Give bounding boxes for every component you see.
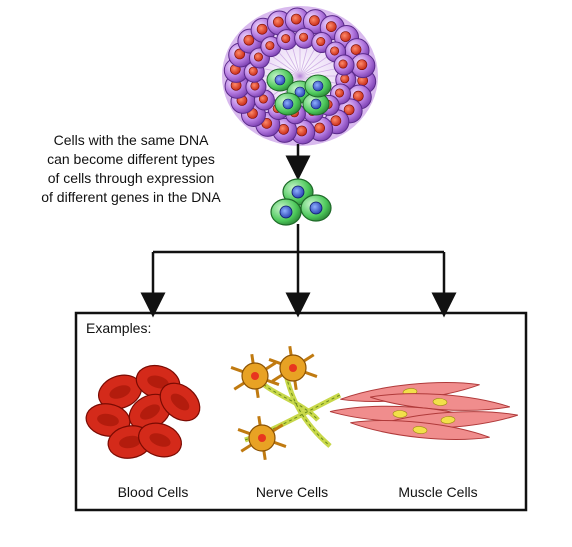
cluster-cell-nucleus <box>340 31 351 42</box>
blood-cell-center <box>140 404 160 420</box>
stem-cell-nucleus <box>309 201 323 215</box>
stem-cell-nucleus <box>279 205 293 219</box>
cell-cluster-illustration <box>222 6 378 146</box>
muscle-cell-nucleus <box>412 426 428 434</box>
cluster-cell-nucleus <box>325 21 337 32</box>
caption-line-2: can become different types <box>47 151 215 167</box>
inner-stem-nucleus <box>312 80 324 92</box>
red-blood-cell <box>98 374 142 410</box>
blood-cells-illustration <box>85 364 201 459</box>
branch-connector <box>140 224 457 318</box>
muscle-cells-label: Muscle Cells <box>398 484 478 500</box>
inner-stem-nucleus <box>294 86 306 98</box>
cluster-cell-nucleus <box>352 90 364 102</box>
cluster-cell-nucleus <box>350 44 362 55</box>
blood-cell-center <box>119 435 141 449</box>
muscle-cell <box>370 393 510 411</box>
cluster-cell-nucleus <box>256 23 268 35</box>
blood-cell-center <box>97 413 119 427</box>
cluster-cell-nucleus <box>250 81 260 91</box>
cluster-cell-nucleus <box>314 122 325 134</box>
nerve-cells-illustration <box>230 345 342 461</box>
muscle-cells-illustration <box>329 382 518 440</box>
cluster-cell-nucleus <box>265 41 275 51</box>
muscle-cell-nucleus <box>392 410 408 418</box>
red-blood-cell <box>85 403 131 437</box>
examples-title: Examples: <box>86 320 152 336</box>
cluster-cell-nucleus <box>356 59 368 71</box>
caption-line-3: of cells through expression <box>47 170 215 186</box>
cluster-cell-nucleus <box>290 13 302 25</box>
cluster-cell-nucleus <box>309 15 320 26</box>
nerve-cell-nucleus <box>251 372 259 380</box>
cluster-cell-nucleus <box>296 125 308 137</box>
cluster-cell-nucleus <box>316 37 326 47</box>
muscle-cell-nucleus <box>440 416 456 424</box>
stem-cell-nucleus <box>291 185 305 199</box>
caption-line-1: Cells with the same DNA <box>53 132 209 148</box>
cluster-cell-nucleus <box>330 46 340 56</box>
cluster-cell-nucleus <box>243 34 255 46</box>
blood-cell-center <box>170 393 190 411</box>
inner-stem-nucleus <box>282 98 294 110</box>
caption-text: Cells with the same DNA can become diffe… <box>20 131 242 207</box>
inner-stem-nucleus <box>274 74 286 86</box>
cluster-cell-nucleus <box>253 52 263 62</box>
cluster-cell-nucleus <box>340 74 350 84</box>
examples-box <box>74 311 528 512</box>
cluster-cell-nucleus <box>258 94 268 104</box>
cluster-cell-nucleus <box>234 48 246 60</box>
red-blood-cell <box>138 422 182 458</box>
cluster-cell-nucleus <box>343 104 355 116</box>
blood-cell-center <box>149 433 171 447</box>
muscle-cell-nucleus <box>432 398 448 406</box>
nerve-cell-nucleus <box>289 364 297 372</box>
muscle-cell <box>350 420 490 440</box>
cluster-cell-nucleus <box>338 59 348 69</box>
stem-cells-illustration <box>270 178 332 226</box>
red-blood-cell <box>159 382 201 422</box>
cluster-cell-nucleus <box>335 88 345 98</box>
red-blood-cell <box>128 393 172 431</box>
cluster-inner-stem-cells <box>266 68 332 116</box>
inner-stem-nucleus <box>310 98 322 110</box>
nerve-cells-label: Nerve Cells <box>255 484 329 500</box>
nerve-cell-nucleus <box>258 434 266 442</box>
cluster-cell-nucleus <box>281 34 291 44</box>
cluster-cell-nucleus <box>248 66 258 76</box>
blood-cells-label: Blood Cells <box>117 484 189 500</box>
blood-cell-center <box>147 375 169 389</box>
cluster-cell-nucleus <box>273 16 284 28</box>
blood-cell-center <box>109 385 131 399</box>
cluster-cell-nucleus <box>330 115 342 127</box>
cluster-cell-nucleus <box>299 32 309 42</box>
caption-line-4: of different genes in the DNA <box>41 189 221 205</box>
